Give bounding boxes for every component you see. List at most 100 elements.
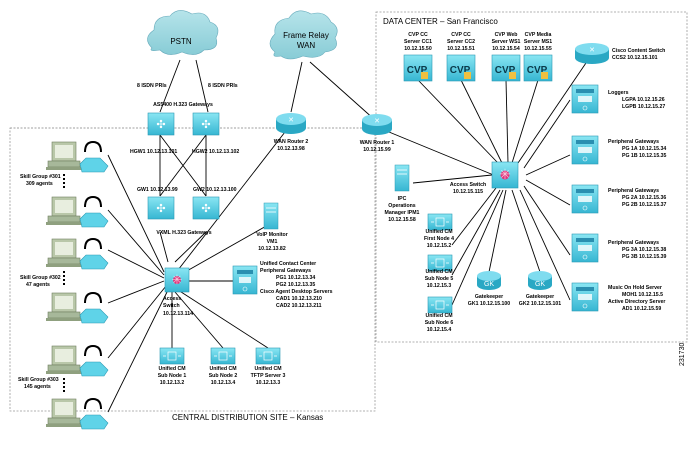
cvp-icon-text: CVP <box>407 65 428 76</box>
phone-icon <box>79 254 109 270</box>
dc-cm6-ip: 10.12.15.4 <box>427 327 452 333</box>
agent-workstation <box>46 397 109 430</box>
frame-relay-label-1: Frame Relay <box>283 31 329 40</box>
ops-manager-ip: 10.12.15.58 <box>388 217 416 223</box>
moh-ip: MOH1 10.12.15.5 <box>622 292 663 298</box>
call-manager-icon <box>427 213 453 231</box>
ucc-pg-title: Peripheral Gateways <box>260 268 311 274</box>
skill-group-302-agents: 47 agents <box>26 282 50 288</box>
pg2-title: Peripheral Gateways <box>608 188 659 194</box>
datacenter-access-switch-icon: ✳ <box>491 161 519 189</box>
dc-cm4-role: First Node 4 <box>424 236 454 242</box>
ucc-server-icon <box>232 265 258 295</box>
ellipsis-dot <box>63 386 65 388</box>
ucc-cad1: CAD1 10.12.13.210 <box>276 296 322 302</box>
agent-workstation <box>46 195 109 228</box>
svg-text:✳: ✳ <box>499 166 511 182</box>
skill-group-301-agents: 309 agents <box>26 181 53 187</box>
ucc-pg2: PG2 10.12.13.35 <box>276 282 315 288</box>
server-icon <box>571 282 599 312</box>
headset-icon <box>84 237 102 250</box>
dc-cm5-name: Unified CM <box>425 269 452 275</box>
ucc-title: Unified Contact Center <box>260 261 316 267</box>
central-access-switch-icon: ✳ <box>164 267 190 293</box>
svg-text:✣: ✣ <box>201 203 210 215</box>
pg1b: PG 1B 10.12.15.35 <box>622 153 667 159</box>
content-switch-ip: CCS2 10.12.15.101 <box>612 55 658 61</box>
cvp-server-label: Server WS1 <box>492 39 521 45</box>
ucc-cad-title: Cisco Agent Desktop Servers <box>260 289 333 295</box>
dc-cm5-ip: 10.12.15.3 <box>427 283 452 289</box>
ellipsis-dot <box>63 378 65 380</box>
dc-switch-label: Access Switch <box>450 182 486 188</box>
moh-title: Music On Hold Server <box>608 285 662 291</box>
pc-icon <box>47 364 81 372</box>
cvp-badge <box>509 72 516 79</box>
pc-icon <box>47 160 81 168</box>
ad-title: Active Directory Server <box>608 299 665 305</box>
svg-text:✣: ✣ <box>156 203 165 215</box>
cvp-icon-text: CVP <box>495 65 516 76</box>
ad-ip: AD1 10.12.15.59 <box>622 306 661 312</box>
ellipsis-dot <box>63 382 65 384</box>
frame-relay-label-2: WAN <box>297 41 316 50</box>
phone-icon <box>79 361 109 377</box>
wan-router-1-ip: 10.12.15.99 <box>363 147 391 153</box>
ops-manager-l2: Operations <box>388 203 415 209</box>
skill-group-303-label: Skill Group #303 <box>18 377 59 383</box>
hgw2-label: HGW2 10.12.13.102 <box>192 149 239 155</box>
dc-switch-ip: 10.12.15.115 <box>453 189 483 195</box>
wan-router-2-ip: 10.12.13.98 <box>277 146 305 152</box>
agent-workstation <box>46 140 109 188</box>
agent-workstation <box>46 291 109 324</box>
pg3-title: Peripheral Gateways <box>608 240 659 246</box>
gw1-gateway-icon: ✣ <box>147 196 175 220</box>
datacenter-cm-nodes <box>427 213 453 314</box>
phone-icon <box>79 212 109 228</box>
wan-router-1-name: WAN Router 1 <box>360 140 395 146</box>
content-switch-icon: ✕ <box>575 43 609 64</box>
headset-icon <box>84 291 102 304</box>
call-manager-icon <box>159 347 185 365</box>
voip-monitor-server-icon <box>263 202 279 230</box>
cvp-server-label: Server CC2 <box>447 39 475 45</box>
cvp-badge <box>421 72 428 79</box>
dc-cm5-role: Sub Node 5 <box>425 276 454 282</box>
wan-router-1-icon: ✕ <box>362 114 392 135</box>
central-cm3-name: Unified CM <box>254 366 281 372</box>
vxml-label: VXML H.323 Gateways <box>156 230 211 236</box>
central-switch-label-2: Switch <box>163 303 180 309</box>
wan-router-2-icon: ✕ <box>276 113 306 134</box>
headset-icon <box>84 140 102 153</box>
ellipsis-dot <box>63 283 65 285</box>
loggers-title: Loggers <box>608 90 629 96</box>
call-manager-icon <box>427 254 453 272</box>
headset-icon <box>84 344 102 357</box>
hgw1-label: HGW1 10.12.13.101 <box>130 149 177 155</box>
server-labels: Loggers LGPA 10.12.15.26 LGPB 10.12.15.2… <box>608 90 667 312</box>
hgw2-gateway-icon: ✣ <box>192 112 220 136</box>
ellipsis-dot <box>63 390 65 392</box>
central-cm3-ip: 10.12.13.3 <box>256 380 281 386</box>
central-switch-ip: 10.12.13.114 <box>163 311 193 317</box>
pg3b: PG 3B 10.12.15.39 <box>622 254 667 260</box>
call-manager-icon <box>255 347 281 365</box>
pg3a: PG 3A 10.12.15.38 <box>622 247 666 253</box>
central-cm2-role: Sub Node 2 <box>209 373 238 379</box>
pc-icon <box>47 417 81 425</box>
central-switch-label-1: Access <box>163 296 181 302</box>
ucc-pg1: PG1 10.12.13.34 <box>276 275 315 281</box>
cvp-server-label: CVP Media <box>525 32 552 38</box>
dc-cm6-name: Unified CM <box>425 313 452 319</box>
datacenter-site-boundary <box>375 11 688 343</box>
phone-icon <box>79 414 109 430</box>
figure-id: 231730 <box>679 343 686 366</box>
ellipsis-dot <box>63 186 65 188</box>
ellipsis-dot <box>63 271 65 273</box>
skill-group-302-label: Skill Group #302 <box>20 275 61 281</box>
gk2-name: Gatekeeper <box>526 294 554 300</box>
gatekeeper-1-icon: GK <box>477 271 501 290</box>
pg2b: PG 2B 10.12.15.37 <box>622 202 667 208</box>
pstn-cloud: PSTN <box>147 10 219 55</box>
